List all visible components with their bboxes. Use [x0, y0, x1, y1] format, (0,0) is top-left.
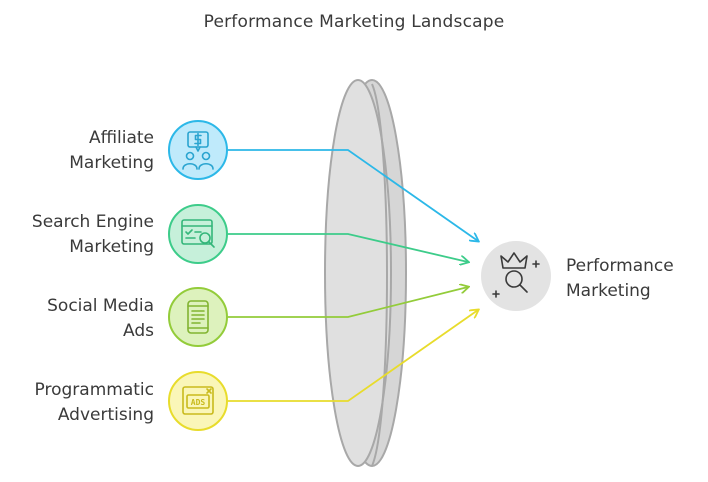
mobile-phone-icon — [187, 300, 209, 334]
search-browser-icon — [181, 219, 215, 248]
affiliate-money-people-icon — [182, 131, 214, 170]
connector-social — [228, 287, 468, 318]
crown-magnifier-icon — [492, 252, 540, 298]
connector-search — [228, 233, 468, 262]
connector-affiliate — [228, 149, 478, 241]
ads-window-icon — [182, 386, 214, 415]
performance-node — [481, 241, 551, 311]
diagram-title: Performance Marketing Landscape — [203, 12, 505, 32]
social-node — [168, 287, 228, 347]
connector-programmatic — [228, 310, 478, 402]
ads-badge-text: ADS — [191, 398, 206, 407]
search-node — [168, 204, 228, 264]
lens-shape — [324, 79, 407, 467]
